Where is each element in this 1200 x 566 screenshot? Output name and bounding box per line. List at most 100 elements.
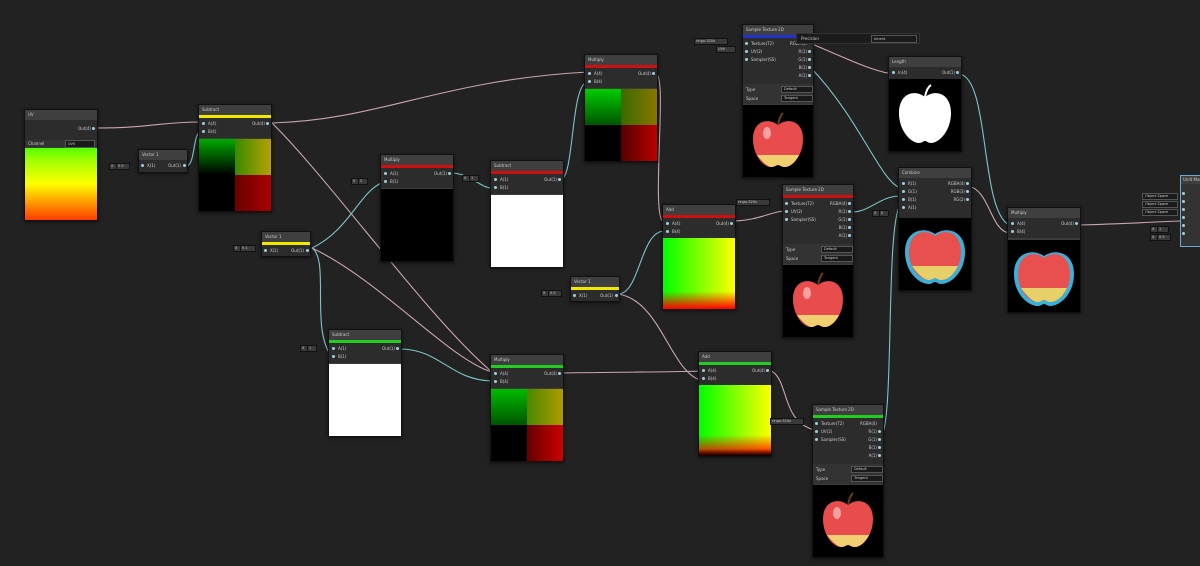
in-port[interactable] <box>892 71 895 74</box>
space-dropdown[interactable]: Tangent <box>821 255 853 262</box>
in-port[interactable] <box>745 58 748 61</box>
in-port[interactable] <box>264 249 267 252</box>
unlit-master-node[interactable]: Unlit Mas <box>1180 175 1200 247</box>
in-port[interactable] <box>902 206 905 209</box>
in-port[interactable] <box>332 355 335 358</box>
in-port[interactable] <box>902 190 905 193</box>
vector1-node[interactable]: Vector 1 X(1) Out(1) <box>570 276 620 302</box>
out-port[interactable] <box>183 164 186 167</box>
value-field[interactable]: 0.5 <box>116 163 130 170</box>
add-node[interactable]: Add A(4) B(4) Out(4) <box>698 351 772 457</box>
value-field[interactable]: 2 <box>358 178 368 185</box>
type-dropdown[interactable]: Default <box>851 466 883 473</box>
in-port[interactable] <box>902 198 905 201</box>
out-port[interactable] <box>808 50 811 53</box>
in-port[interactable] <box>494 372 497 375</box>
in-port[interactable] <box>1182 232 1185 235</box>
out-port[interactable] <box>848 234 851 237</box>
in-port[interactable] <box>745 42 748 45</box>
multiply-node[interactable]: Multiply A(4) B(4) Out(4) <box>490 354 564 462</box>
add-node[interactable]: Add A(4) B(4) Out(4) <box>662 204 736 310</box>
out-port[interactable] <box>558 372 561 375</box>
out-port[interactable] <box>766 369 769 372</box>
in-port[interactable] <box>573 294 576 297</box>
space-dropdown[interactable]: Object Space <box>1142 209 1178 216</box>
in-port[interactable] <box>588 80 591 83</box>
sample-texture-2d-node[interactable]: Sample Texture 2D Texture(T2) UV(2) Samp… <box>782 184 854 338</box>
in-port[interactable] <box>1011 230 1014 233</box>
out-port[interactable] <box>848 202 851 205</box>
subtract-node[interactable]: Subtract A(1) B(1) Out(1) <box>328 329 402 437</box>
in-port[interactable] <box>785 210 788 213</box>
sample-texture-2d-node[interactable]: Sample Texture 2D Texture(T2) UV(2) Samp… <box>812 404 884 558</box>
texture-field[interactable]: ringo-520x <box>736 199 770 206</box>
texture-field[interactable]: ringo-520x <box>694 38 728 45</box>
multiply-node[interactable]: Multiply A(1) B(1) Out(1) <box>380 154 454 262</box>
out-port[interactable] <box>956 71 959 74</box>
uv-node[interactable]: UV Out(4) Channel UV0 <box>24 109 98 221</box>
subtract-node[interactable]: Subtract A(1) B(1) Out(1) <box>490 160 564 268</box>
out-port[interactable] <box>878 454 881 457</box>
in-port[interactable] <box>332 347 335 350</box>
in-port[interactable] <box>785 218 788 221</box>
value-field[interactable]: 1 <box>1157 226 1169 233</box>
out-port[interactable] <box>848 218 851 221</box>
in-port[interactable] <box>494 186 497 189</box>
out-port[interactable] <box>848 226 851 229</box>
multiply-node[interactable]: Multiply A(4) B(4) Out(4) <box>1007 207 1081 313</box>
in-port[interactable] <box>745 50 748 53</box>
in-port[interactable] <box>1182 208 1185 211</box>
out-port[interactable] <box>878 446 881 449</box>
in-port[interactable] <box>702 377 705 380</box>
out-port[interactable] <box>396 347 399 350</box>
precision-dropdown[interactable]: Inherit <box>871 35 917 43</box>
in-port[interactable] <box>202 122 205 125</box>
space-dropdown[interactable]: Object Space <box>1142 193 1178 200</box>
value-field[interactable]: 0.5 <box>548 290 562 297</box>
texture-field[interactable]: ringo-520x <box>770 418 804 425</box>
value-field[interactable]: 0.5 <box>1157 234 1171 241</box>
out-port[interactable] <box>878 438 881 441</box>
in-port[interactable] <box>785 202 788 205</box>
out-port[interactable] <box>1075 222 1078 225</box>
in-port[interactable] <box>202 130 205 133</box>
space-dropdown[interactable]: Object Space <box>1142 201 1178 208</box>
out-port[interactable] <box>615 294 618 297</box>
out-port[interactable] <box>652 72 655 75</box>
in-port[interactable] <box>494 380 497 383</box>
out-port[interactable] <box>448 172 451 175</box>
in-port[interactable] <box>902 182 905 185</box>
in-port[interactable] <box>1182 216 1185 219</box>
sample-texture-2d-node[interactable]: Sample Texture 2D Texture(T2) UV(2) Samp… <box>742 24 814 178</box>
out-port[interactable] <box>966 182 969 185</box>
type-dropdown[interactable]: Default <box>821 246 853 253</box>
space-dropdown[interactable]: Tangent <box>781 95 813 102</box>
in-port[interactable] <box>494 178 497 181</box>
out-port[interactable] <box>808 74 811 77</box>
channel-dropdown[interactable]: UV0 <box>65 140 95 148</box>
value-field[interactable]: 1 <box>469 175 479 182</box>
out-port[interactable] <box>730 222 733 225</box>
vector1-node[interactable]: Vector 1 X(1) Out(1) <box>138 149 188 173</box>
out-port[interactable] <box>966 198 969 201</box>
in-port[interactable] <box>666 222 669 225</box>
out-port[interactable] <box>808 66 811 69</box>
in-port[interactable] <box>666 230 669 233</box>
length-node[interactable]: Length In(4) Out(1) <box>888 56 962 152</box>
in-port[interactable] <box>1182 192 1185 195</box>
in-port[interactable] <box>1182 200 1185 203</box>
type-dropdown[interactable]: Default <box>781 86 813 93</box>
out-port[interactable] <box>266 122 269 125</box>
value-field[interactable]: 0.1 <box>240 245 256 252</box>
in-port[interactable] <box>815 438 818 441</box>
vector1-node[interactable]: Vector 1 X(1) Out(1) <box>261 231 311 257</box>
in-port[interactable] <box>384 172 387 175</box>
multiply-node[interactable]: Multiply A(4) B(4) Out(4) <box>584 54 658 162</box>
out-port[interactable] <box>558 178 561 181</box>
subtract-node[interactable]: Subtract A(4) B(4) Out(4) <box>198 104 272 212</box>
in-port[interactable] <box>815 430 818 433</box>
in-port[interactable] <box>141 164 144 167</box>
out-port[interactable] <box>848 210 851 213</box>
out-port[interactable] <box>966 190 969 193</box>
value-field[interactable]: 0 <box>879 210 889 217</box>
